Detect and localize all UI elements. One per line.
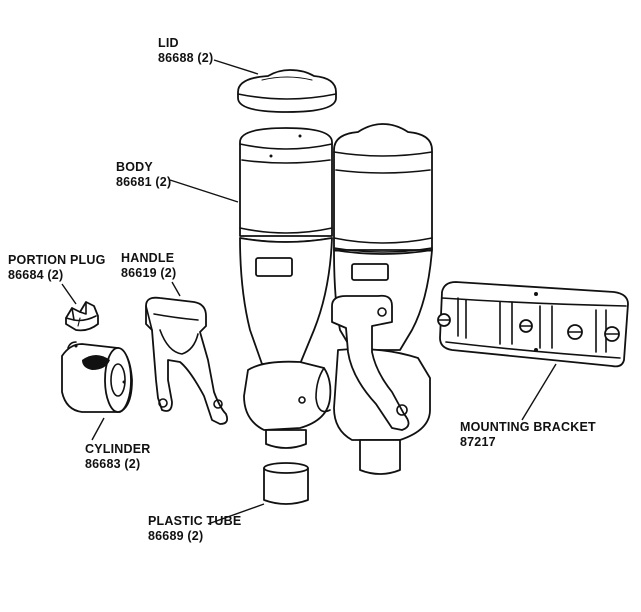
body-label: BODY 86681 (2) bbox=[116, 160, 171, 190]
handle-name: HANDLE bbox=[121, 251, 175, 265]
right-dispenser-drawing bbox=[331, 123, 433, 475]
lid-name: LID bbox=[158, 36, 179, 50]
portion-plug-label: PORTION PLUG 86684 (2) bbox=[8, 253, 106, 283]
left-dispenser-drawing bbox=[239, 127, 333, 449]
cylinder-name: CYLINDER bbox=[85, 442, 151, 456]
handle-number: 86619 (2) bbox=[121, 266, 177, 280]
body-name: BODY bbox=[116, 160, 153, 174]
body-number: 86681 (2) bbox=[116, 175, 172, 189]
mounting-bracket-name: MOUNTING BRACKET bbox=[460, 420, 596, 434]
mounting-bracket-label: MOUNTING BRACKET 87217 bbox=[460, 420, 596, 450]
plastic-tube-label: PLASTIC TUBE 86689 (2) bbox=[148, 514, 241, 544]
portion-plug-number: 86684 (2) bbox=[8, 268, 64, 282]
mounting-bracket-drawing bbox=[437, 281, 629, 368]
portion-plug-name: PORTION PLUG bbox=[8, 253, 106, 267]
cylinder-number: 86683 (2) bbox=[85, 457, 141, 471]
lid-label: LID 86688 (2) bbox=[158, 36, 213, 66]
cylinder-label: CYLINDER 86683 (2) bbox=[85, 442, 151, 472]
lid-drawing bbox=[237, 69, 337, 113]
plastic-tube-name: PLASTIC TUBE bbox=[148, 514, 242, 528]
plastic-tube-number: 86689 (2) bbox=[148, 529, 204, 543]
mounting-bracket-number: 87217 bbox=[460, 435, 496, 449]
leader-lines bbox=[61, 59, 557, 525]
handle-label: HANDLE 86619 (2) bbox=[121, 251, 176, 281]
lid-number: 86688 (2) bbox=[158, 51, 214, 65]
handle-drawing bbox=[145, 296, 229, 425]
portion-plug-drawing bbox=[65, 301, 99, 332]
plastic-tube-drawing bbox=[263, 462, 309, 505]
cylinder-drawing bbox=[61, 341, 133, 413]
